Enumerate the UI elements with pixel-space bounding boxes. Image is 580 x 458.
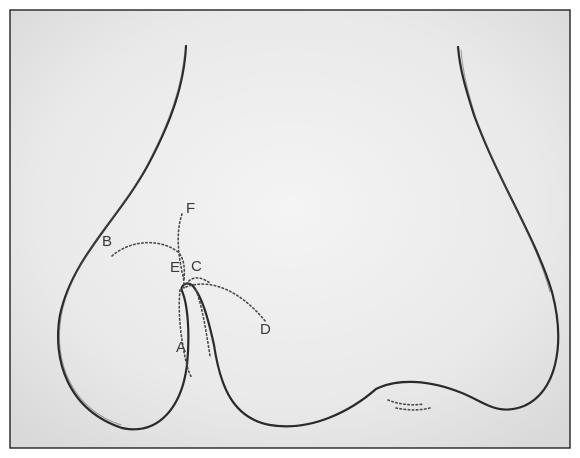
label-a: A (176, 339, 186, 356)
label-b: B (102, 233, 112, 250)
label-d: D (260, 321, 271, 338)
label-c: C (191, 258, 202, 275)
label-f: F (186, 200, 195, 217)
label-e: E (170, 259, 180, 276)
